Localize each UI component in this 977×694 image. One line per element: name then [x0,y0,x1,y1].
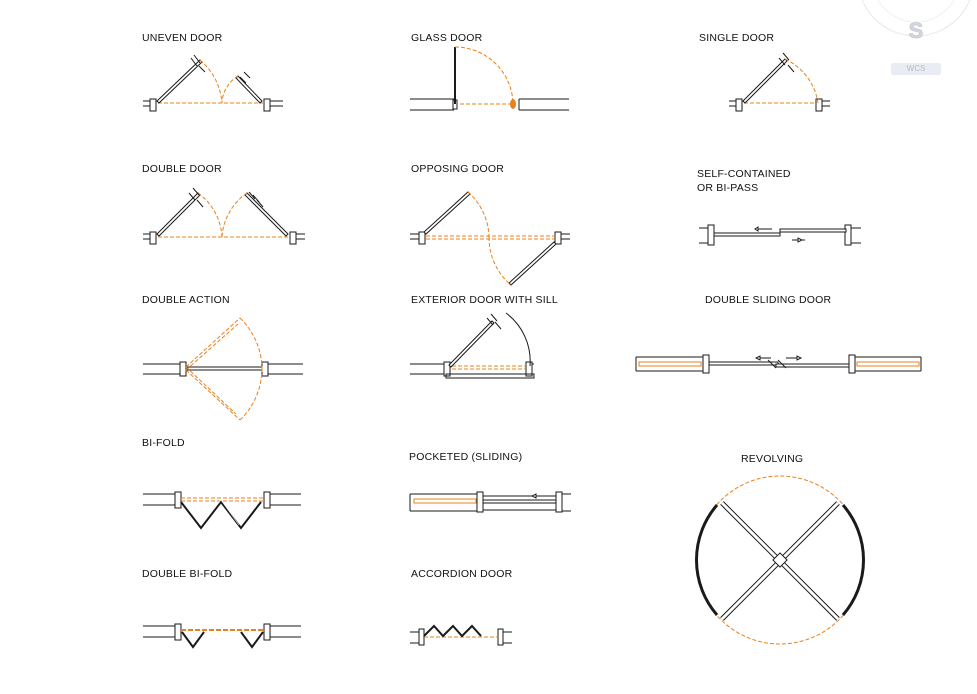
label-double-bifold: DOUBLE BI-FOLD [142,568,233,580]
label-double-action: DOUBLE ACTION [142,294,230,306]
opposing-door-symbol [410,191,570,286]
self-contained-bipass-symbol [699,224,861,246]
label-revolving: REVOLVING [741,453,804,465]
pocketed-sliding-door-symbol [409,491,571,513]
viewcube-widget[interactable]: S [860,0,977,60]
revolving-door-symbol [694,475,866,645]
accordion-door-symbol [410,624,512,646]
wcs-menu-button[interactable]: WCS [891,63,941,75]
bifold-door-symbol [143,491,301,530]
double-sliding-door-symbol [635,354,922,374]
label-glass-door: GLASS DOOR [411,32,483,44]
label-accordion: ACCORDION DOOR [411,568,513,580]
label-uneven-door: UNEVEN DOOR [142,32,223,44]
double-action-door-symbol [143,317,303,421]
viewcube-south-label[interactable]: S [908,18,924,44]
glass-door-symbol [410,46,569,111]
label-bi-pass: OR BI-PASS [697,182,759,194]
label-self-contained: SELF-CONTAINED [697,168,791,180]
label-double-sliding: DOUBLE SLIDING DOOR [705,294,832,306]
label-single-door: SINGLE DOOR [699,32,775,44]
double-bifold-door-symbol [143,623,301,649]
label-double-door: DOUBLE DOOR [142,163,222,175]
double-door-symbol [143,187,305,245]
label-exterior-door: EXTERIOR DOOR WITH SILL [411,294,558,306]
exterior-door-with-sill-symbol [410,312,535,379]
label-bifold: BI-FOLD [142,437,185,449]
label-opposing-door: OPPOSING DOOR [411,163,505,175]
single-door-symbol [729,52,830,112]
uneven-door-symbol [143,54,283,112]
label-pocketed: POCKETED (SLIDING) [409,451,523,463]
